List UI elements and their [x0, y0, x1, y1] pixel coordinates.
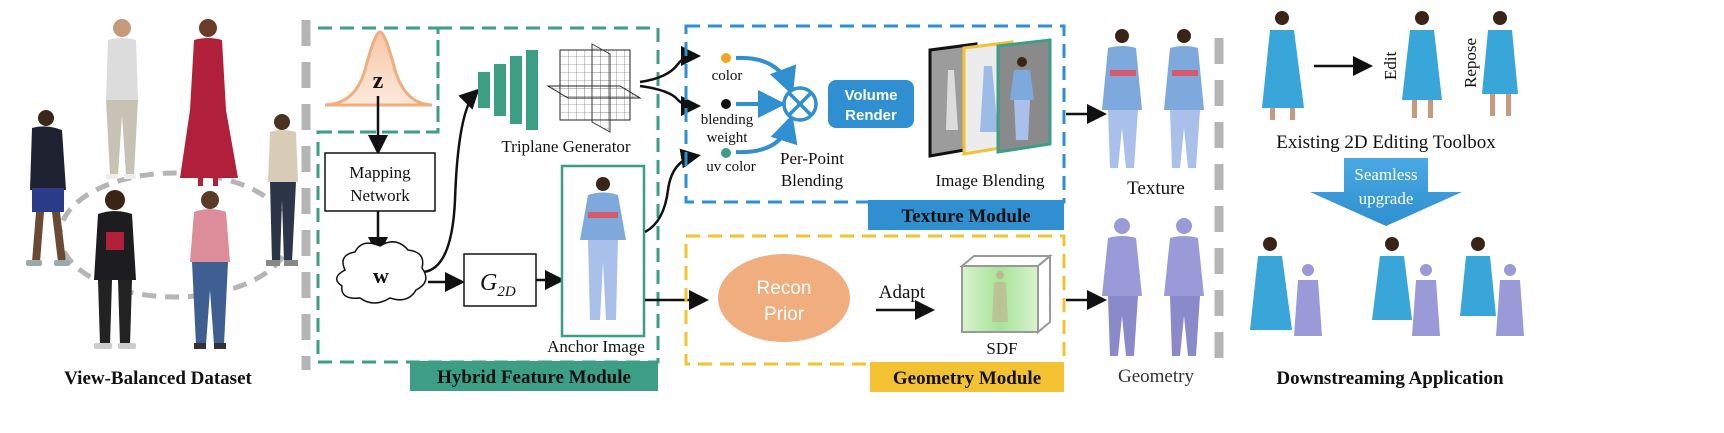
- gaussian-curve: [324, 30, 433, 107]
- anchor-image-label: Anchor Image: [547, 337, 645, 356]
- triplane-grid: [546, 43, 642, 133]
- downstream-panel: Edit Repose Existing 2D Editing Toolbox …: [1250, 11, 1524, 389]
- sdf-cube: [959, 253, 1053, 335]
- seamless-label-2: upgrade: [1359, 189, 1414, 208]
- mapping-network-label-2: Network: [350, 186, 410, 205]
- downstream-title: Downstreaming Application: [1276, 368, 1504, 389]
- recon-prior-label-1: Recon: [757, 278, 812, 299]
- dataset-person-4: [94, 190, 136, 349]
- hybrid-module-title-bg: [410, 361, 658, 391]
- per-point-label-2: Blending: [781, 171, 844, 190]
- per-point-label-1: Per-Point: [780, 149, 844, 168]
- geometry-mesh-front: [1102, 218, 1142, 356]
- mapping-network-box: [324, 152, 436, 212]
- dataset-person-3: [26, 110, 70, 266]
- texture-module-border: [684, 24, 1066, 204]
- dataset-person-6: [266, 114, 298, 266]
- seamless-upgrade-arrow: [1310, 158, 1462, 226]
- geometry-mesh-back: [1164, 218, 1204, 356]
- texture-module: color blending weight uv color Per-Point…: [684, 24, 1066, 230]
- blending-weight-dot: [721, 99, 731, 109]
- w-cloud: [336, 241, 427, 304]
- edited-person: [1402, 11, 1442, 118]
- geometry-module-title: Geometry Module: [893, 368, 1041, 389]
- existing-toolbox-label: Existing 2D Editing Toolbox: [1276, 132, 1496, 153]
- reposed-person: [1482, 11, 1518, 116]
- color-dot: [721, 53, 731, 63]
- g2d-label: G2D: [480, 270, 516, 300]
- texture-module-title: Texture Module: [901, 206, 1030, 227]
- texture-person-front: [1102, 29, 1142, 168]
- image-blending-stack: [928, 38, 1052, 158]
- geometry-module-title-bg: [870, 362, 1064, 392]
- hybrid-module-title: Hybrid Feature Module: [437, 367, 631, 388]
- volume-render-label-1: Volume: [844, 87, 897, 104]
- hybrid-module-border: [316, 26, 660, 364]
- mapping-network-label-1: Mapping: [349, 163, 411, 182]
- hybrid-feature-module: z Mapping Network w Triplane Generator G…: [316, 26, 660, 391]
- recon-prior-label-2: Prior: [764, 304, 805, 325]
- triplane-network-bars: [478, 50, 538, 130]
- sdf-label: SDF: [986, 339, 1017, 358]
- uv-color-dot: [721, 148, 731, 158]
- triplane-generator-label: Triplane Generator: [501, 137, 631, 156]
- dataset-panel: View-Balanced Dataset: [26, 19, 298, 389]
- blending-weight-label-1: blending: [701, 112, 754, 128]
- anchor-image-person: [580, 177, 626, 320]
- image-blending-label: Image Blending: [935, 171, 1045, 190]
- dataset-person-2: [180, 19, 238, 186]
- blend-operator-icon: [782, 86, 818, 122]
- geometry-module: Recon Prior Adapt SDF Geometry Module: [684, 234, 1066, 392]
- texture-person-back: [1164, 29, 1204, 168]
- result-pair-3: [1460, 237, 1524, 336]
- edit-label: Edit: [1381, 51, 1400, 80]
- uv-color-label: uv color: [706, 159, 756, 175]
- w-symbol: w: [373, 263, 389, 288]
- result-pair-2: [1372, 237, 1440, 336]
- result-pair-1: [1250, 237, 1322, 336]
- recon-prior-ellipse: [718, 254, 850, 342]
- dataset-person-1: [106, 19, 138, 179]
- dataset-title: View-Balanced Dataset: [64, 368, 252, 389]
- geometry-label: Geometry: [1118, 366, 1194, 387]
- z-symbol: z: [373, 68, 384, 94]
- g2d-box: [463, 253, 537, 307]
- volume-render-label-2: Render: [845, 107, 897, 124]
- seamless-label-1: Seamless: [1354, 165, 1417, 184]
- texture-module-title-bg: [868, 200, 1064, 230]
- volume-render-box: [828, 80, 914, 128]
- texture-label: Texture: [1127, 178, 1185, 199]
- color-label: color: [712, 68, 743, 84]
- output-panel: Texture Geometry: [1102, 29, 1204, 387]
- adapt-label: Adapt: [879, 282, 926, 303]
- source-person: [1262, 11, 1304, 120]
- repose-label: Repose: [1461, 38, 1480, 88]
- blending-weight-label-2: weight: [707, 130, 749, 146]
- dataset-person-5: [190, 191, 230, 349]
